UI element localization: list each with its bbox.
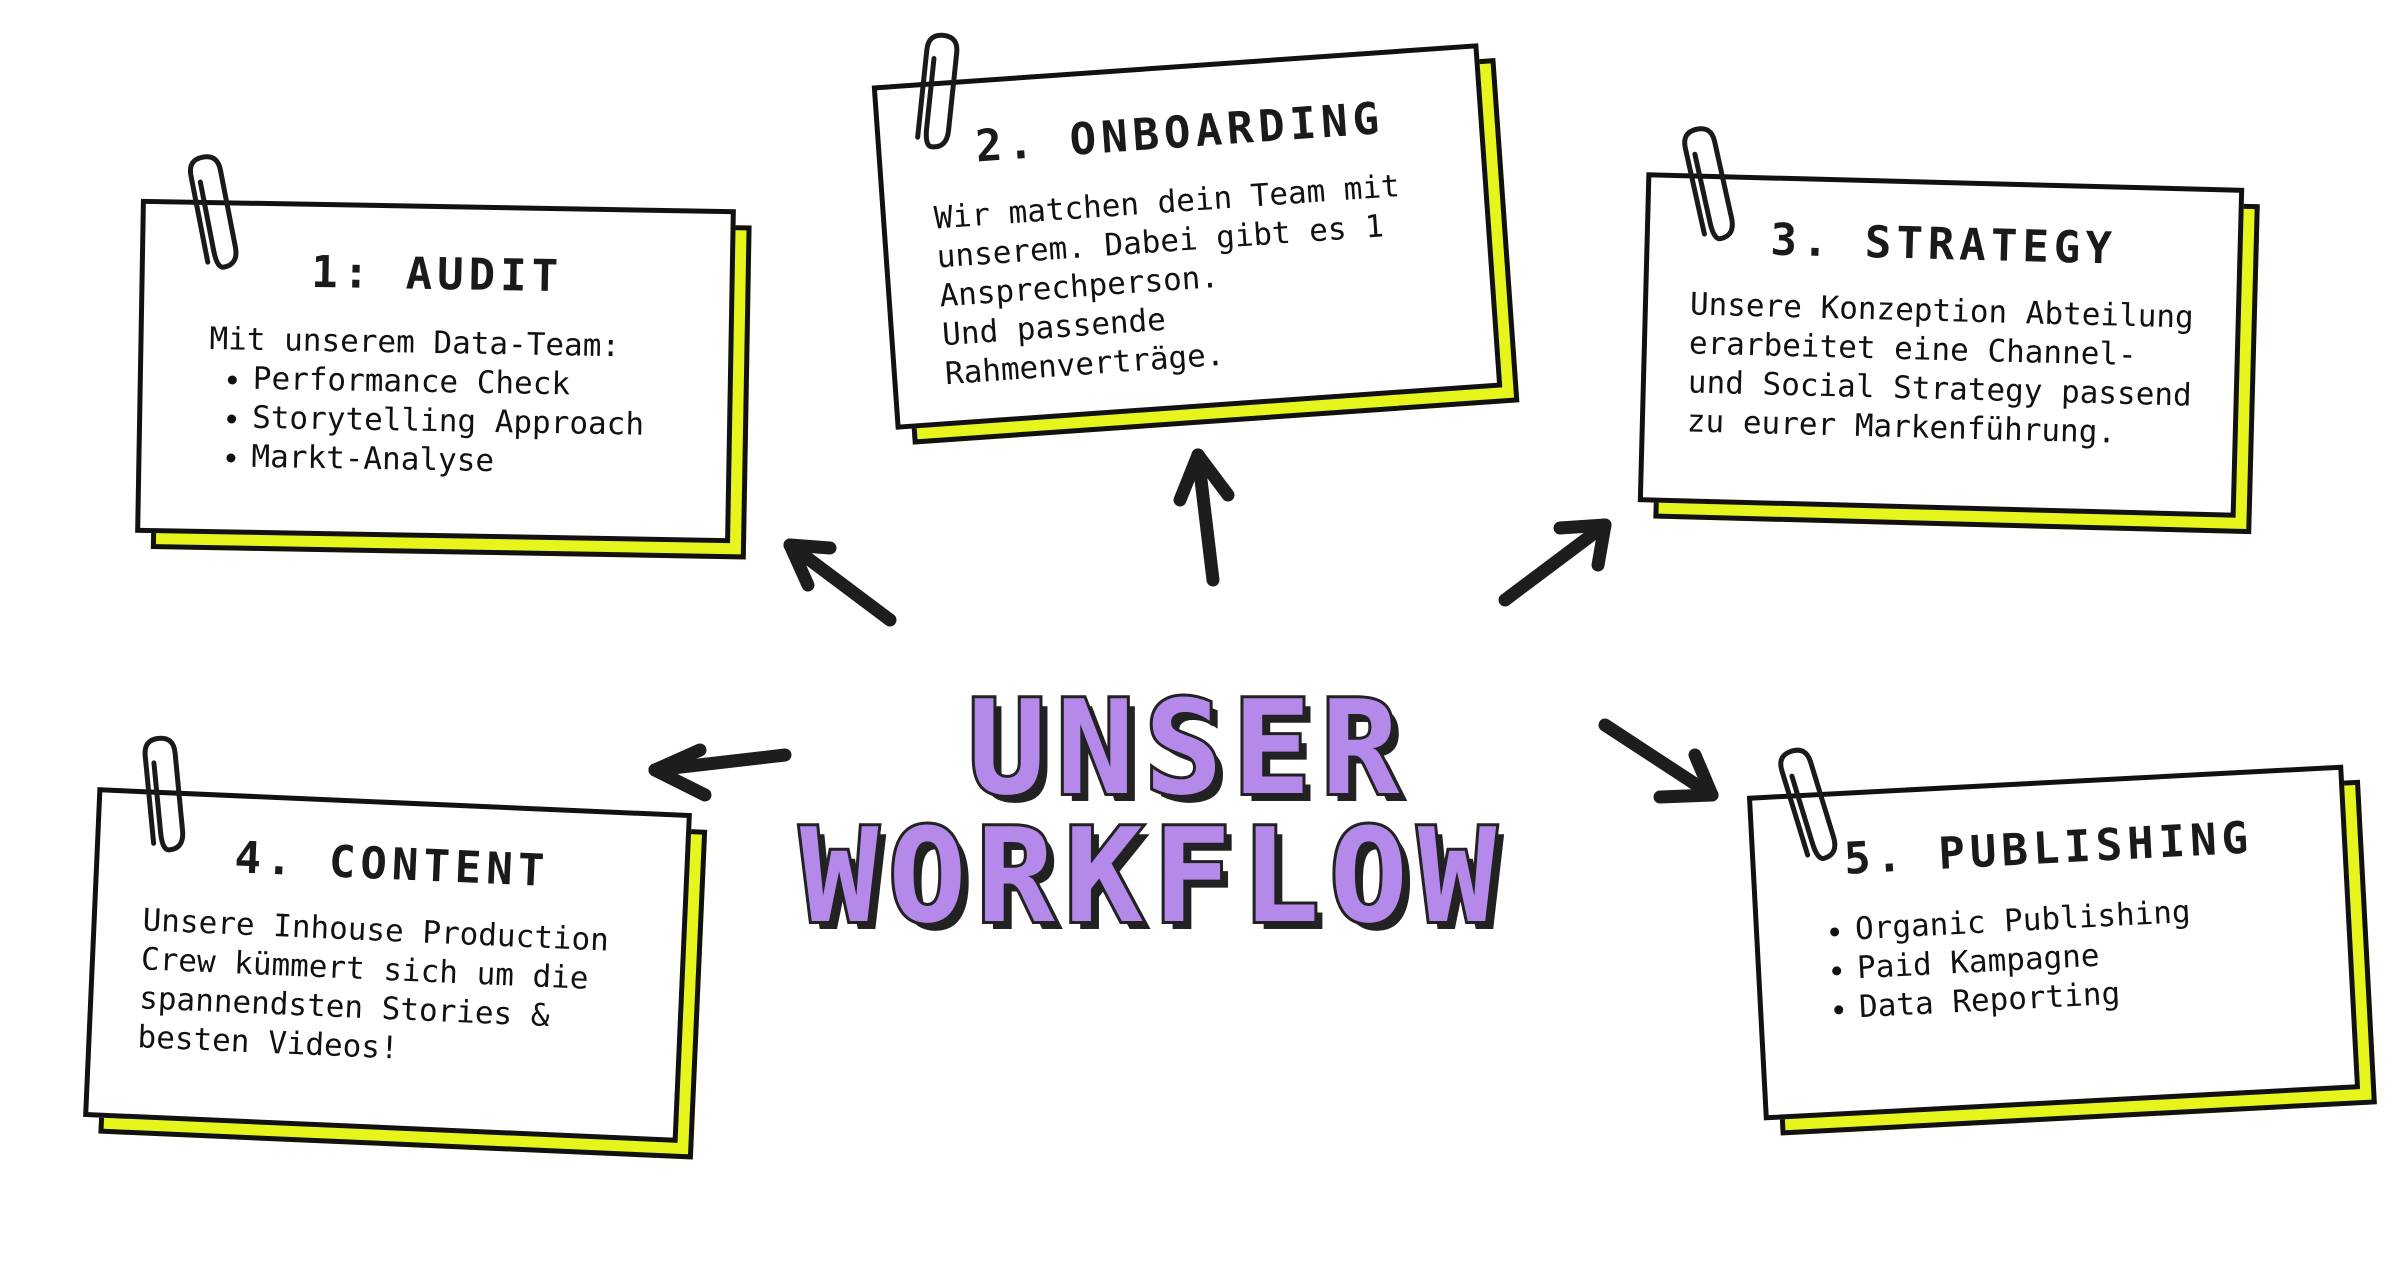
workflow-title-line1: UNSER [965,669,1410,827]
arrow-to-audit-icon [783,538,897,627]
card-face: 2. ONBOARDING Wir matchen dein Team mit … [871,43,1503,430]
step-heading: 3. STRATEGY [1769,214,2118,275]
step-body: Unsere Konzeption Abteilung erarbeitet e… [1686,286,2195,451]
step-card-onboarding: 2. ONBOARDING Wir matchen dein Team mit … [871,32,1520,445]
step-heading: 1: AUDIT [310,246,564,303]
step-heading: 2. ONBOARDING [973,93,1386,173]
step-heading: 5. PUBLISHING [1842,812,2255,885]
step-card-content: 4. CONTENT Unsere Inhouse Production Cre… [83,735,708,1160]
step-card-strategy: 3. STRATEGY Unsere Konzeption Abteilung … [1637,126,2260,535]
arrow-to-strategy-icon [1498,518,1612,607]
step-card-publishing: 5. PUBLISHING Organic Publishing Paid Ka… [1746,747,2377,1136]
arrow-to-publishing-icon [1598,718,1719,804]
arrow-to-content-icon [648,743,792,802]
step-body: Unsere Inhouse Production Crew kümmert s… [136,902,610,1067]
paperclip-icon [1682,126,1735,242]
workflow-title-line2: WORKFLOW [797,797,1507,955]
step-heading: 4. CONTENT [233,832,551,897]
arrow-to-onboarding-icon [1173,448,1235,587]
step-list: Performance Check Storytelling Approach … [197,359,672,484]
list-item: Markt-Analyse [251,438,671,484]
step-list: Organic Publishing Paid Kampagne Data Re… [1806,887,2302,1030]
paperclip-icon [142,735,186,853]
paperclip-icon [187,154,239,270]
step-card-audit: 1: AUDIT Mit unserem Data-Team: Performa… [135,154,752,560]
paperclip-icon [1778,747,1838,861]
paperclip-icon [915,32,960,150]
step-body: Wir matchen dein Team mit unserem. Dabei… [932,168,1401,393]
